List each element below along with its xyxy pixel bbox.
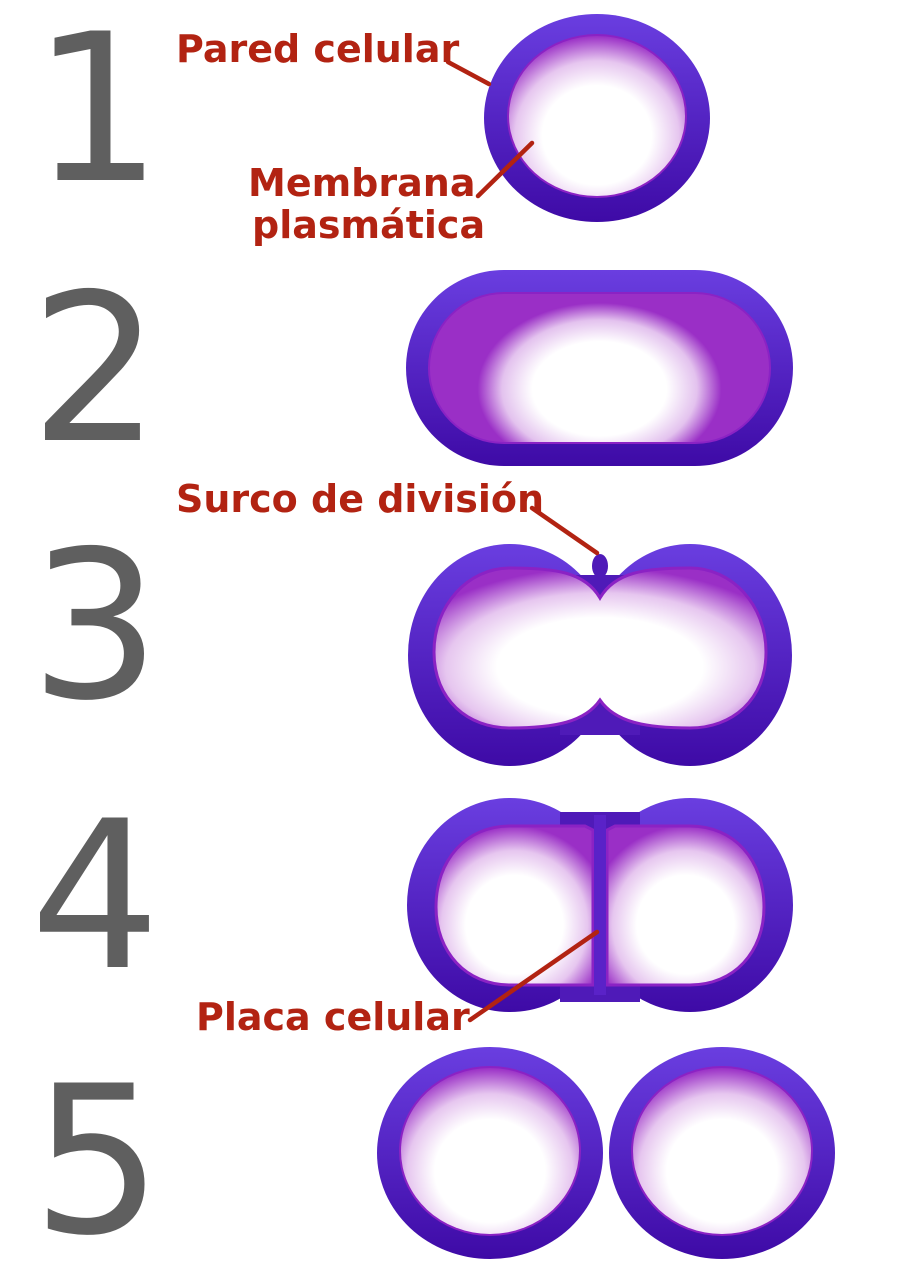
cytoplasm: [430, 294, 769, 442]
cell-stage-4: [407, 798, 793, 1012]
label-surco-division: Surco de división: [176, 477, 544, 521]
cytoplasm-right: [605, 824, 766, 987]
furrow-top: [592, 554, 608, 578]
leader-surco: [529, 505, 600, 556]
cell-stage-1: [484, 14, 710, 222]
cytoplasm-left: [434, 824, 595, 987]
leader-placa: [467, 929, 600, 1023]
leader-pared-celular: [445, 59, 492, 87]
cytoplasm-left: [401, 1068, 579, 1234]
label-pared-celular: Pared celular: [176, 27, 459, 71]
cytoplasm: [432, 566, 768, 730]
cytoplasm-right: [633, 1068, 811, 1234]
label-membrana-line2: plasmática: [252, 203, 485, 247]
step-number-5: 5: [32, 1043, 162, 1272]
step-number-1: 1: [32, 0, 162, 229]
step-number-2: 2: [30, 251, 160, 489]
step-number-4: 4: [30, 778, 160, 1016]
leader-membrana: [475, 140, 535, 199]
label-membrana-line1: Membrana: [248, 161, 475, 205]
cell-plate: [594, 815, 606, 995]
step-number-3: 3: [30, 508, 160, 746]
cytoplasm: [509, 36, 685, 196]
label-placa-celular: Placa celular: [196, 995, 470, 1039]
cell-stage-5: [377, 1047, 835, 1259]
cell-stage-3: [408, 544, 792, 766]
cell-stage-2: [406, 270, 793, 466]
